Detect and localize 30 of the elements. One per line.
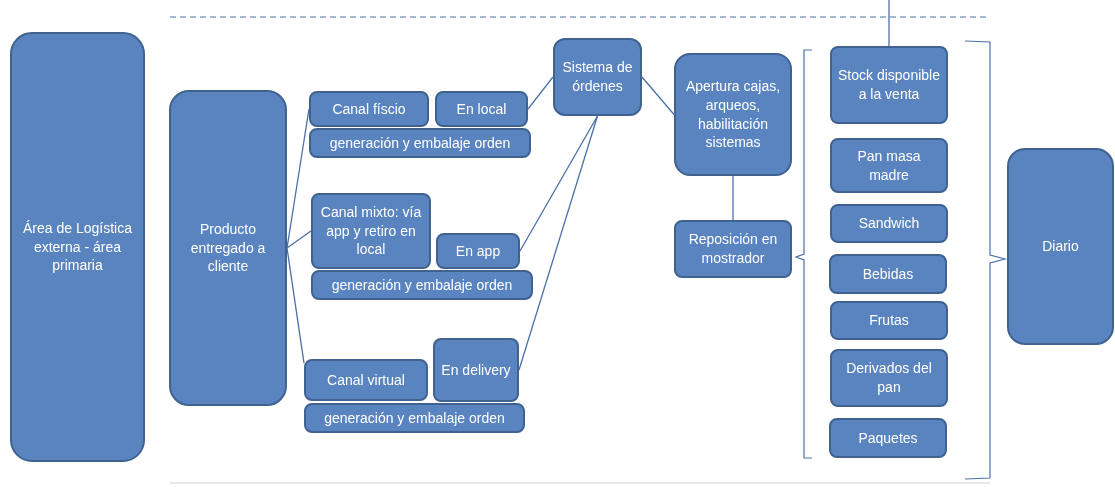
process-box: Área de Logística externa - área primaria: [10, 32, 145, 462]
process-box: generación y embalaje orden: [304, 403, 525, 433]
process-box: generación y embalaje orden: [311, 270, 533, 300]
connector-line: [518, 115, 599, 371]
process-box: Producto entregado a cliente: [169, 90, 287, 406]
connector-line: [641, 76, 675, 116]
process-box: Stock disponible a la venta: [830, 46, 948, 124]
process-box: En local: [435, 91, 528, 127]
process-box: Sistema de órdenes: [553, 38, 642, 116]
process-box: Apertura cajas, arqueos, habilitación sistemas: [674, 53, 792, 176]
process-box: Derivados del pan: [830, 349, 948, 407]
connector-line: [888, 0, 890, 47]
process-box: Sandwich: [830, 204, 948, 243]
process-box: Canal físcio: [309, 91, 429, 127]
connector-line: [732, 175, 734, 221]
process-box: Canal virtual: [304, 359, 428, 401]
connector-line: [286, 108, 310, 249]
process-box: Bebidas: [829, 254, 947, 294]
process-box: Canal mixto: vía app y retiro en local: [311, 193, 431, 269]
process-box: Paquetes: [829, 418, 947, 458]
process-box: En app: [436, 233, 520, 269]
process-box: Diario: [1007, 148, 1114, 345]
connector-line: [286, 230, 312, 249]
process-box: generación y embalaje orden: [309, 128, 531, 158]
process-box: En delivery: [433, 338, 519, 402]
connector-line: [527, 76, 554, 110]
process-box: Frutas: [830, 301, 948, 340]
connector-line: [519, 115, 599, 252]
process-box: Pan masa madre: [830, 138, 948, 193]
process-box: Reposición en mostrador: [674, 220, 792, 278]
